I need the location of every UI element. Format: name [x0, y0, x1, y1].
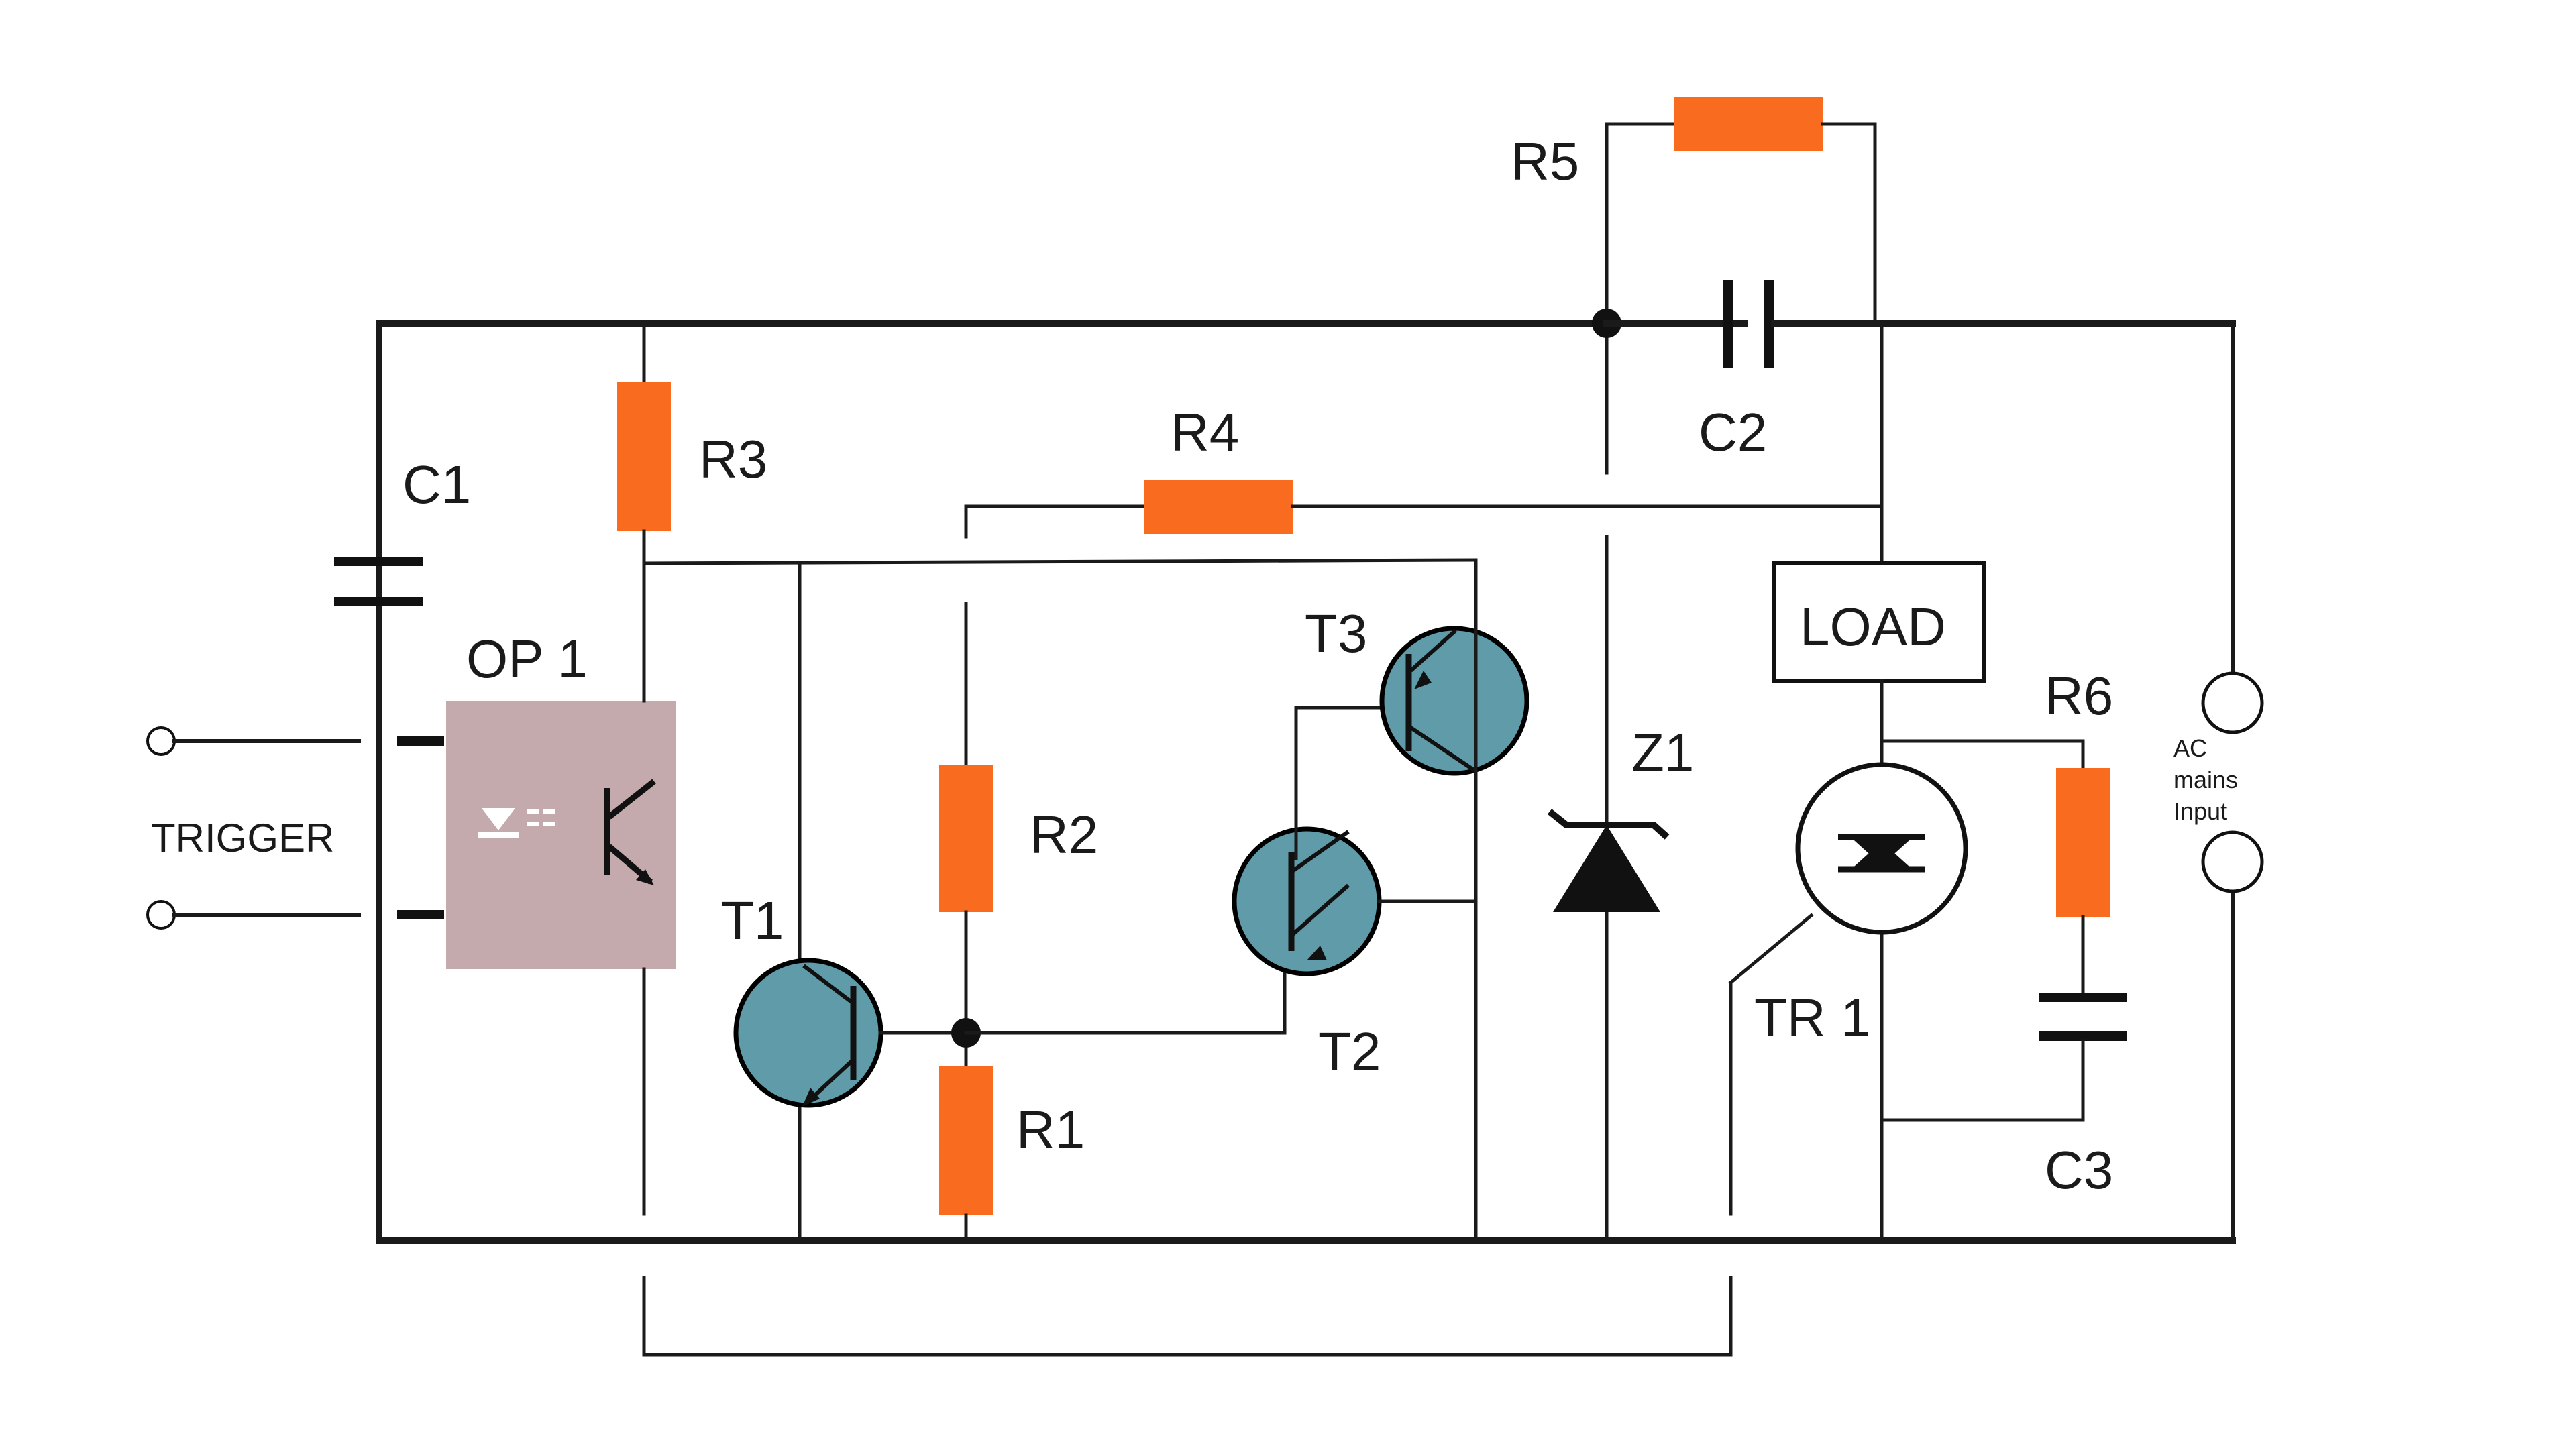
ac-terminal-top[interactable]	[2201, 671, 2264, 734]
load-column: LOAD	[1772, 321, 1986, 1243]
zener-z1: Z1	[1547, 535, 1694, 1243]
optocoupler-op1: OP 1	[446, 629, 676, 969]
ac-terminal-bottom[interactable]	[2201, 830, 2264, 893]
trigger-terminal-bottom[interactable]	[146, 900, 176, 930]
wire-r3-to-t3	[642, 558, 1478, 565]
label-r4: R4	[1171, 402, 1239, 462]
label-ac-line-2: mains	[2174, 766, 2238, 793]
triac-tr1: TR 1	[1728, 762, 1968, 1216]
ac-mains-input: AC mains Input	[2174, 671, 2264, 893]
resistor-r2: R2	[939, 602, 1098, 1068]
label-tr1: TR 1	[1754, 988, 1870, 1048]
capacitor-c2: C2	[1603, 280, 1882, 462]
label-r2: R2	[1030, 805, 1098, 864]
transistor-t3: T3	[1305, 558, 1529, 1243]
label-t3: T3	[1305, 604, 1367, 663]
trigger-input: TRIGGER	[146, 726, 444, 930]
label-load: LOAD	[1800, 597, 1946, 657]
transistor-t1: T1	[721, 561, 968, 1243]
resistor-r4: R4	[964, 402, 1884, 539]
label-c2: C2	[1699, 402, 1767, 462]
resistor-r5: R5	[1511, 97, 1877, 475]
gate-bracket	[642, 1276, 1733, 1357]
main-wiring	[376, 320, 2236, 1244]
label-c3: C3	[2045, 1140, 2113, 1200]
trigger-terminal-top[interactable]	[146, 726, 176, 756]
transistor-t2: T2	[1232, 706, 1478, 1081]
resistor-r3: R3	[617, 321, 767, 1216]
label-ac-line-3: Input	[2174, 797, 2227, 825]
resistor-r1: R1	[939, 1066, 1085, 1243]
label-r5: R5	[1511, 131, 1579, 191]
label-trigger: TRIGGER	[151, 816, 334, 860]
label-r1: R1	[1016, 1100, 1085, 1160]
label-t2: T2	[1318, 1021, 1381, 1081]
label-r3: R3	[699, 429, 767, 489]
resistor-r6: R6	[1880, 666, 2113, 995]
load-box	[1772, 561, 1986, 683]
led-icon	[478, 808, 555, 838]
capacitor-c3: C3	[1880, 993, 2127, 1200]
label-ac-line-1: AC	[2174, 734, 2207, 762]
label-z1: Z1	[1631, 723, 1694, 783]
label-c1: C1	[402, 455, 471, 514]
label-op1: OP 1	[466, 629, 588, 689]
label-t1: T1	[721, 891, 784, 950]
label-r6: R6	[2045, 666, 2113, 726]
capacitor-c1: C1	[334, 455, 471, 606]
